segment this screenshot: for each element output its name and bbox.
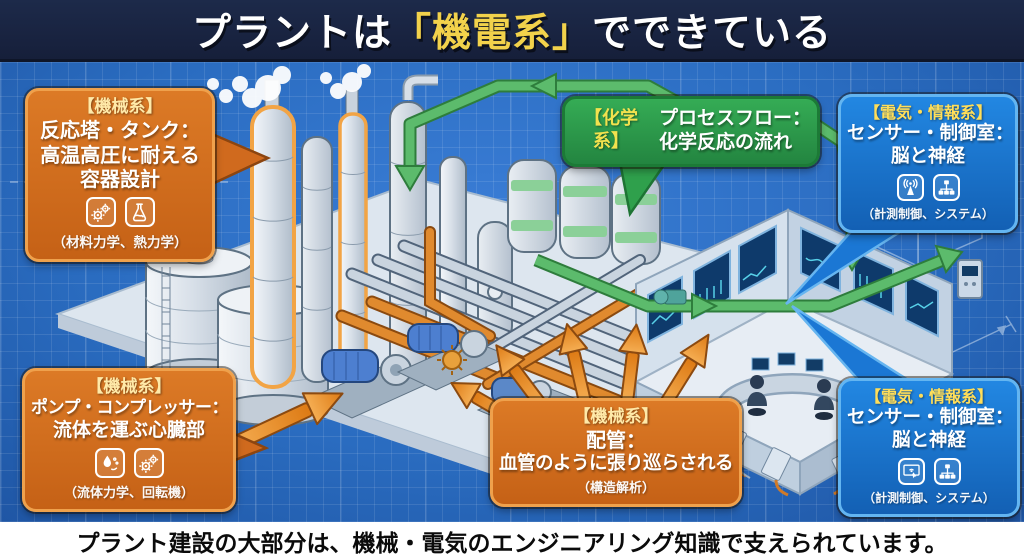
callout-line: 配管：: [586, 428, 646, 453]
callout-category: 【電気・情報系】: [864, 387, 993, 406]
callout-process-flow: 【化学系】 プロセスフロー： 化学反応の流れ: [562, 96, 820, 167]
orange-arrows: [229, 323, 710, 452]
title-bar: プラントは「機電系」でできている: [0, 0, 1024, 62]
gears-icon: [85, 197, 116, 228]
callout-line: 高温高圧に耐える: [40, 142, 200, 167]
monitor-icon: [897, 458, 925, 486]
callout-line: 脳と神経: [891, 429, 966, 451]
callout-line: 容器設計: [80, 167, 160, 192]
callout-note: （計測制御、システム）: [863, 491, 995, 506]
plant-illustration: [10, 64, 1017, 497]
flask-icon: [124, 197, 155, 228]
callout-line: プロセスフロー：: [658, 107, 811, 130]
callout-line: センサー・制御室：: [847, 123, 1014, 144]
callout-line: 化学反応の流れ: [658, 130, 792, 153]
page-title-highlight: 「機電系」: [391, 10, 592, 56]
callout-category: 【化学系】: [583, 108, 638, 152]
callout-note: （計測制御、システム）: [862, 207, 994, 222]
callout-pump-compressor: 【機械系】 ポンプ・コンプレッサー： 流体を運ぶ心臓部 （流体力学、回転機）: [22, 368, 236, 513]
callout-category: 【機械系】: [573, 407, 659, 427]
footer-bar: プラント建設の大部分は、機械・電気のエンジニアリング知識で支えられています。: [0, 522, 1024, 559]
antenna-icon: [896, 174, 924, 202]
network-icon: [933, 458, 961, 486]
callout-line: センサー・制御室：: [847, 407, 1014, 428]
operators: [747, 375, 834, 420]
callout-line: ポンプ・コンプレッサー：: [31, 398, 228, 419]
callout-reactor-tank: 【機械系】 反応塔・タンク： 高温高圧に耐える 容器設計 （材料力学、熱力学）: [25, 88, 215, 263]
callout-line: 血管のように張り巡らされる: [499, 452, 734, 474]
callout-category: 【機械系】: [77, 97, 163, 117]
callout-note: （流体力学、回転機）: [63, 486, 194, 502]
callout-line: 流体を運ぶ心臓部: [52, 418, 205, 441]
page-title-prefix: プラントは: [191, 10, 392, 56]
footer-text: プラント建設の大部分は、機械・電気のエンジニアリング知識で支えられています。: [76, 530, 948, 557]
smoke-plumes: [207, 64, 371, 108]
fluid-icon: [94, 448, 125, 479]
network-icon: [932, 174, 960, 202]
callout-note: （構造解析）: [576, 481, 655, 497]
callout-piping: 【機械系】 配管： 血管のように張り巡らされる （構造解析）: [490, 398, 742, 508]
callout-category: 【機械系】: [86, 377, 172, 397]
callout-line: 脳と神経: [890, 145, 965, 167]
callout-line: 反応塔・タンク：: [40, 118, 200, 143]
callout-sensor-control-bottom: 【電気・情報系】 センサー・制御室： 脳と神経 （計測制御、システム）: [838, 378, 1020, 518]
gears-icon: [133, 448, 164, 479]
callout-category: 【電気・情報系】: [863, 103, 992, 122]
callout-sensor-control-top: 【電気・情報系】 センサー・制御室： 脳と神経 （計測制御、システム）: [838, 94, 1018, 234]
page-title-suffix: でできている: [592, 10, 833, 56]
callout-note: （材料力学、熱力学）: [52, 235, 188, 252]
